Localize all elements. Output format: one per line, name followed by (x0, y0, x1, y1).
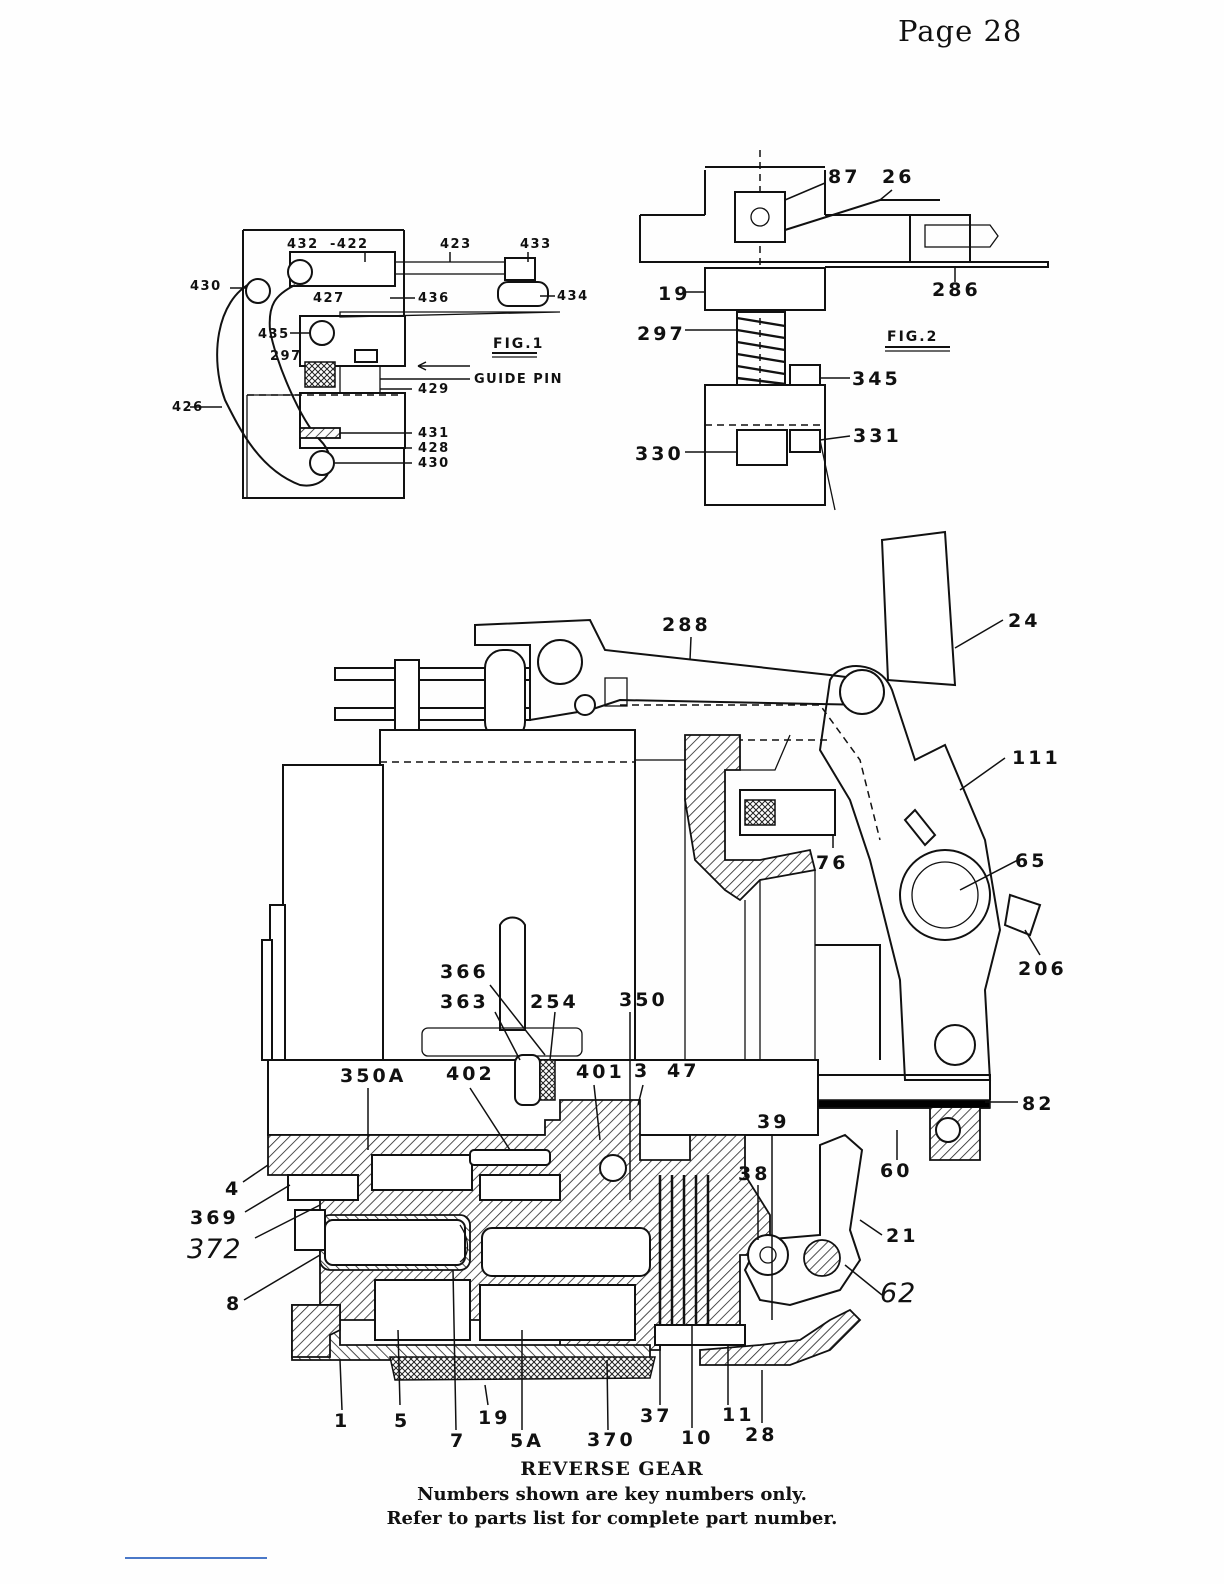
fig2-callout: 297 (637, 323, 686, 345)
main-callout: 401 (576, 1061, 625, 1083)
fig1-callout: 435 (258, 327, 290, 342)
main-callout: 288 (662, 614, 711, 636)
main-drawing (261, 530, 1042, 1381)
main-callout: 8 (226, 1293, 242, 1315)
fig1-callout: 431 (418, 426, 450, 441)
main-callout: 24 (1008, 610, 1040, 632)
fig2-callouts: 87 26 19 286 297 345 330 331 FIG.2 (635, 166, 981, 465)
fig1-callout: -422 (330, 237, 369, 252)
main-callout: 363 (440, 991, 489, 1013)
fig1-callout: 433 (520, 237, 552, 252)
main-callout: 111 (1012, 747, 1061, 769)
fig2-callout: 19 (658, 283, 690, 305)
fig2-callout: 286 (932, 279, 981, 301)
main-callout: 369 (190, 1207, 239, 1229)
main-callout: 254 (530, 991, 579, 1013)
fig1-callout: 297 (270, 349, 302, 364)
caption-line-1: Numbers shown are key numbers only. (417, 1484, 807, 1505)
fig1-callout: GUIDE PIN (474, 372, 563, 387)
main-callout: 38 (738, 1163, 770, 1185)
fig2-callout: 331 (853, 425, 902, 447)
fig2-callout: 330 (635, 443, 684, 465)
main-callout: 7 (450, 1430, 466, 1452)
main-callout: 39 (757, 1111, 789, 1133)
caption-title: REVERSE GEAR (520, 1458, 704, 1480)
main-callout: 76 (816, 852, 848, 874)
main-callout: 65 (1015, 850, 1047, 872)
page-number: Page 28 (898, 14, 1023, 48)
main-callout: 19 (478, 1407, 510, 1429)
footer-rule (125, 1557, 267, 1559)
main-callout: 5A (510, 1430, 544, 1452)
fig2-callout: 345 (852, 368, 901, 390)
main-callout: 82 (1022, 1093, 1054, 1115)
main-callout: 47 (667, 1060, 699, 1082)
fig2-tag: FIG.2 (887, 329, 938, 345)
main-callout: 62 (880, 1278, 916, 1309)
fig2-callout: 26 (882, 166, 914, 188)
main-callout: 1 (334, 1410, 350, 1432)
fig1-callout: 423 (440, 237, 472, 252)
fig1-drawing (216, 229, 561, 499)
fig2-callout: 87 (828, 166, 860, 188)
main-callout: 37 (640, 1405, 672, 1427)
fig1-callout: 432 (287, 237, 319, 252)
main-callout: 3 (634, 1060, 650, 1082)
main-callout: 372 (187, 1234, 242, 1265)
main-callout: 366 (440, 961, 489, 983)
main-callout: 10 (681, 1427, 713, 1449)
main-callout: 4 (225, 1178, 241, 1200)
main-callouts: 288 24 111 76 65 206 366 363 254 350 350… (187, 610, 1067, 1452)
fig1-callout: 430 (190, 279, 222, 294)
fig1-callout: 428 (418, 441, 450, 456)
fig1-callout: 427 (313, 291, 345, 306)
fig1-callout: 436 (418, 291, 450, 306)
main-callout: 11 (722, 1404, 754, 1426)
fig1-callout: 429 (418, 382, 450, 397)
main-callout: 370 (587, 1429, 636, 1451)
caption-line-2: Refer to parts list for complete part nu… (386, 1508, 838, 1529)
fig1-callout: 430 (418, 456, 450, 471)
main-callout: 402 (446, 1063, 495, 1085)
main-callout: 21 (886, 1225, 918, 1247)
main-callout: 206 (1018, 958, 1067, 980)
fig2-drawing (639, 150, 1049, 511)
fig1-callout: 426 (172, 400, 204, 415)
main-callout: 5 (394, 1410, 410, 1432)
main-callout: 350A (340, 1065, 406, 1087)
fig1-tag: FIG.1 (493, 336, 544, 352)
fig1-callout: 434 (557, 289, 589, 304)
main-callout: 350 (619, 989, 668, 1011)
main-callout: 28 (745, 1424, 777, 1446)
main-callout: 60 (880, 1160, 912, 1182)
fig1-callouts: 432 -422 423 433 430 427 436 434 435 297… (172, 237, 589, 471)
